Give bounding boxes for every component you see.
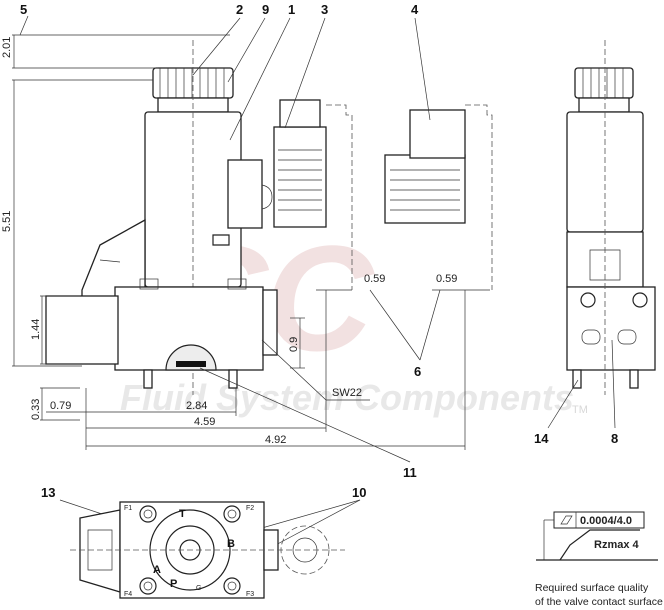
callout-3: 3 bbox=[321, 2, 328, 17]
flatness-value: 0.0004/4.0 bbox=[580, 515, 632, 527]
leg-left bbox=[143, 369, 153, 389]
port-p: P bbox=[170, 578, 177, 590]
callout-13: 13 bbox=[41, 485, 55, 500]
surface-caption-1: Required surface quality bbox=[535, 582, 649, 594]
connector-4 bbox=[384, 154, 466, 224]
leg-right bbox=[228, 369, 238, 389]
coil-connector bbox=[227, 159, 263, 229]
port-g: G bbox=[196, 585, 201, 592]
side-neck bbox=[578, 97, 630, 113]
connector-4-cap bbox=[409, 109, 466, 159]
bottom-view bbox=[70, 501, 345, 599]
left-extension bbox=[45, 295, 119, 365]
port-f4: F4 bbox=[124, 591, 132, 598]
bottom-housing-left bbox=[79, 509, 121, 593]
callout-6: 6 bbox=[414, 364, 421, 379]
bottom-ring bbox=[149, 509, 231, 591]
side-view bbox=[566, 40, 656, 395]
dim-2.01: 2.01 bbox=[1, 37, 13, 58]
surface-quality: 0.0004/4.0 Rzmax 4 Required surface qual… bbox=[535, 511, 663, 608]
side-leg-left bbox=[572, 369, 582, 389]
front-view bbox=[45, 40, 278, 395]
side-leg-right bbox=[629, 369, 639, 389]
side-body bbox=[566, 286, 656, 371]
callout-4: 4 bbox=[411, 2, 419, 17]
dim-0.79: 0.79 bbox=[50, 400, 71, 412]
callout-9: 9 bbox=[262, 2, 269, 17]
callout-leaders bbox=[19, 15, 616, 549]
dimension-lines bbox=[12, 34, 490, 450]
port-labels: T B A P G F1 F2 F3 F4 bbox=[124, 505, 254, 598]
dim-5.51: 5.51 bbox=[1, 211, 13, 232]
connector-3-cap bbox=[279, 99, 321, 128]
callout-11: 11 bbox=[403, 465, 417, 480]
port-a: A bbox=[153, 564, 161, 576]
connector-side-view bbox=[273, 99, 493, 290]
right-extension bbox=[262, 289, 278, 356]
connector-3 bbox=[273, 126, 327, 228]
dim-4.92: 4.92 bbox=[265, 434, 286, 446]
port-f3: F3 bbox=[246, 591, 254, 598]
dim-4.59: 4.59 bbox=[194, 416, 215, 428]
side-nut bbox=[574, 67, 634, 99]
watermark-text: Fluid System Components bbox=[120, 377, 574, 418]
port-t: T bbox=[179, 508, 186, 520]
callout-8: 8 bbox=[611, 431, 618, 446]
callout-2: 2 bbox=[236, 2, 243, 17]
callout-numbers: 5 2 9 1 3 4 6 11 14 8 13 10 bbox=[20, 2, 618, 500]
dim-1.44: 1.44 bbox=[30, 319, 42, 340]
callout-5: 5 bbox=[20, 2, 27, 17]
dim-0.33: 0.33 bbox=[30, 399, 42, 420]
watermark-tm: TM bbox=[572, 404, 588, 416]
dim-sw22: SW22 bbox=[332, 387, 362, 399]
callout-1: 1 bbox=[288, 2, 295, 17]
port-f1: F1 bbox=[124, 505, 132, 512]
callout-10: 10 bbox=[352, 485, 366, 500]
dim-0.59-left: 0.59 bbox=[364, 273, 385, 285]
dim-0.9: 0.9 bbox=[288, 337, 300, 352]
port-f2: F2 bbox=[246, 505, 254, 512]
surface-caption-2: of the valve contact surface bbox=[535, 596, 663, 608]
port-b: B bbox=[227, 538, 235, 550]
dim-2.84: 2.84 bbox=[186, 400, 207, 412]
callout-14: 14 bbox=[534, 431, 549, 446]
dim-0.59-right: 0.59 bbox=[436, 273, 457, 285]
dimension-labels: 2.01 5.51 1.44 0.33 0.9 0.79 2.84 4.59 4… bbox=[1, 37, 457, 446]
roughness-value: Rzmax 4 bbox=[594, 539, 640, 551]
